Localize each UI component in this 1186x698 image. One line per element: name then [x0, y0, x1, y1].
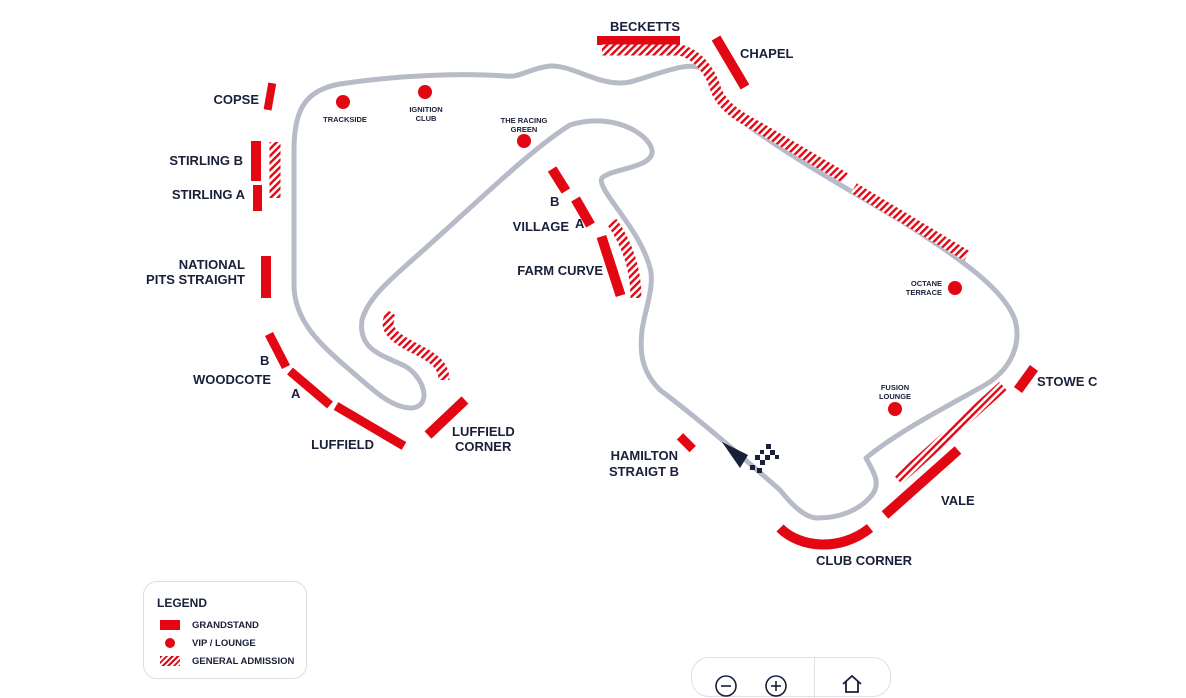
home-icon[interactable] — [840, 672, 864, 696]
grandstand-luffield-corner[interactable] — [424, 396, 469, 439]
label-hamilton: HAMILTON — [611, 448, 678, 463]
vip-octane-terrace[interactable] — [948, 281, 962, 295]
legend-general: GENERAL ADMISSION — [160, 654, 294, 668]
vip-racing-green[interactable] — [517, 134, 531, 148]
label-luffield-corner-2: CORNER — [455, 439, 512, 454]
label-vale: VALE — [941, 493, 975, 508]
circuit-map: BECKETTS CHAPEL COPSE STIRLING B STIRLIN… — [146, 19, 1098, 568]
general-admission-vale[interactable] — [894, 381, 1007, 485]
label-trackside: TRACKSIDE — [323, 115, 367, 124]
label-copse: COPSE — [213, 92, 259, 107]
grandstand-becketts[interactable] — [597, 36, 680, 45]
map-controls — [691, 657, 891, 698]
label-village: VILLAGE — [513, 219, 570, 234]
general-admission-becketts[interactable] — [602, 44, 848, 183]
vip-trackside[interactable] — [336, 95, 350, 109]
grandstand-luffield[interactable] — [333, 402, 407, 450]
label-hamilton-straight-b: STRAIGT B — [609, 464, 679, 479]
label-racing-green: GREEN — [511, 125, 538, 134]
grandstand-national[interactable] — [261, 256, 271, 298]
grandstand-club-corner[interactable] — [776, 523, 874, 550]
grandstand-stirling-b[interactable] — [251, 141, 261, 181]
map-legend: LEGEND GRANDSTAND VIP / LOUNGE GENERAL A… — [143, 581, 307, 679]
grandstand-hamilton-b[interactable] — [676, 433, 696, 453]
grandstand-chapel[interactable] — [711, 35, 750, 90]
legend-vip: VIP / LOUNGE — [160, 636, 256, 650]
label-stirling-a: STIRLING A — [172, 187, 246, 202]
legend-grandstand: GRANDSTAND — [160, 618, 259, 632]
label-becketts: BECKETTS — [610, 19, 680, 34]
vip-swatch-icon — [160, 638, 180, 648]
general-admission-brooklands[interactable] — [382, 309, 450, 381]
label-ignition-club: CLUB — [416, 114, 437, 123]
label-octane: OCTANE — [911, 279, 942, 288]
label-ignition: IGNITION — [409, 105, 442, 114]
grandstand-village-b[interactable] — [547, 166, 571, 194]
label-stowe-c: STOWE C — [1037, 374, 1098, 389]
label-luffield-corner-1: LUFFIELD — [452, 424, 515, 439]
label-national: NATIONAL — [179, 257, 245, 272]
grandstand-woodcote-a[interactable] — [287, 367, 333, 409]
label-racing: THE RACING — [501, 116, 548, 125]
label-chapel: CHAPEL — [740, 46, 794, 61]
zoom-in-icon[interactable] — [764, 674, 788, 698]
grandstand-stowe-c[interactable] — [1013, 365, 1039, 393]
grandstand-woodcote-b[interactable] — [264, 331, 291, 370]
label-woodcote: WOODCOTE — [193, 372, 271, 387]
legend-grandstand-label: GRANDSTAND — [192, 619, 259, 631]
race-track — [291, 63, 1020, 521]
grandstand-farm-curve[interactable] — [596, 234, 626, 298]
vip-ignition-club[interactable] — [418, 85, 432, 99]
label-club-corner: CLUB CORNER — [816, 553, 913, 568]
general-admission-farm[interactable] — [607, 218, 642, 299]
label-fusion: FUSION — [881, 383, 909, 392]
vip-fusion-lounge[interactable] — [888, 402, 902, 416]
general-admission-stowe[interactable] — [851, 183, 970, 261]
checkered-flag-icon — [750, 444, 779, 473]
label-woodcote-a: A — [291, 386, 301, 401]
label-woodcote-b: B — [260, 353, 269, 368]
label-pits-straight: PITS STRAIGHT — [146, 272, 245, 287]
label-village-b: B — [550, 194, 559, 209]
grandstand-stirling-a[interactable] — [253, 185, 262, 211]
controls-divider — [814, 658, 815, 698]
label-luffield: LUFFIELD — [311, 437, 374, 452]
grandstand-vale[interactable] — [881, 446, 962, 519]
label-octane-terrace: TERRACE — [906, 288, 942, 297]
general-admission-swatch-icon — [160, 656, 180, 666]
label-stirling-b: STIRLING B — [169, 153, 243, 168]
label-farm-curve: FARM CURVE — [517, 263, 603, 278]
legend-general-label: GENERAL ADMISSION — [192, 655, 295, 667]
label-village-a: A — [575, 216, 585, 231]
start-arrow-icon — [722, 442, 748, 468]
grandstand-swatch-icon — [160, 620, 180, 630]
grandstand-copse[interactable] — [263, 82, 277, 111]
grandstand-village-a[interactable] — [571, 196, 595, 228]
legend-vip-label: VIP / LOUNGE — [192, 637, 256, 649]
legend-title: LEGEND — [157, 596, 208, 610]
label-fusion-lounge: LOUNGE — [879, 392, 911, 401]
zoom-out-icon[interactable] — [714, 674, 738, 698]
